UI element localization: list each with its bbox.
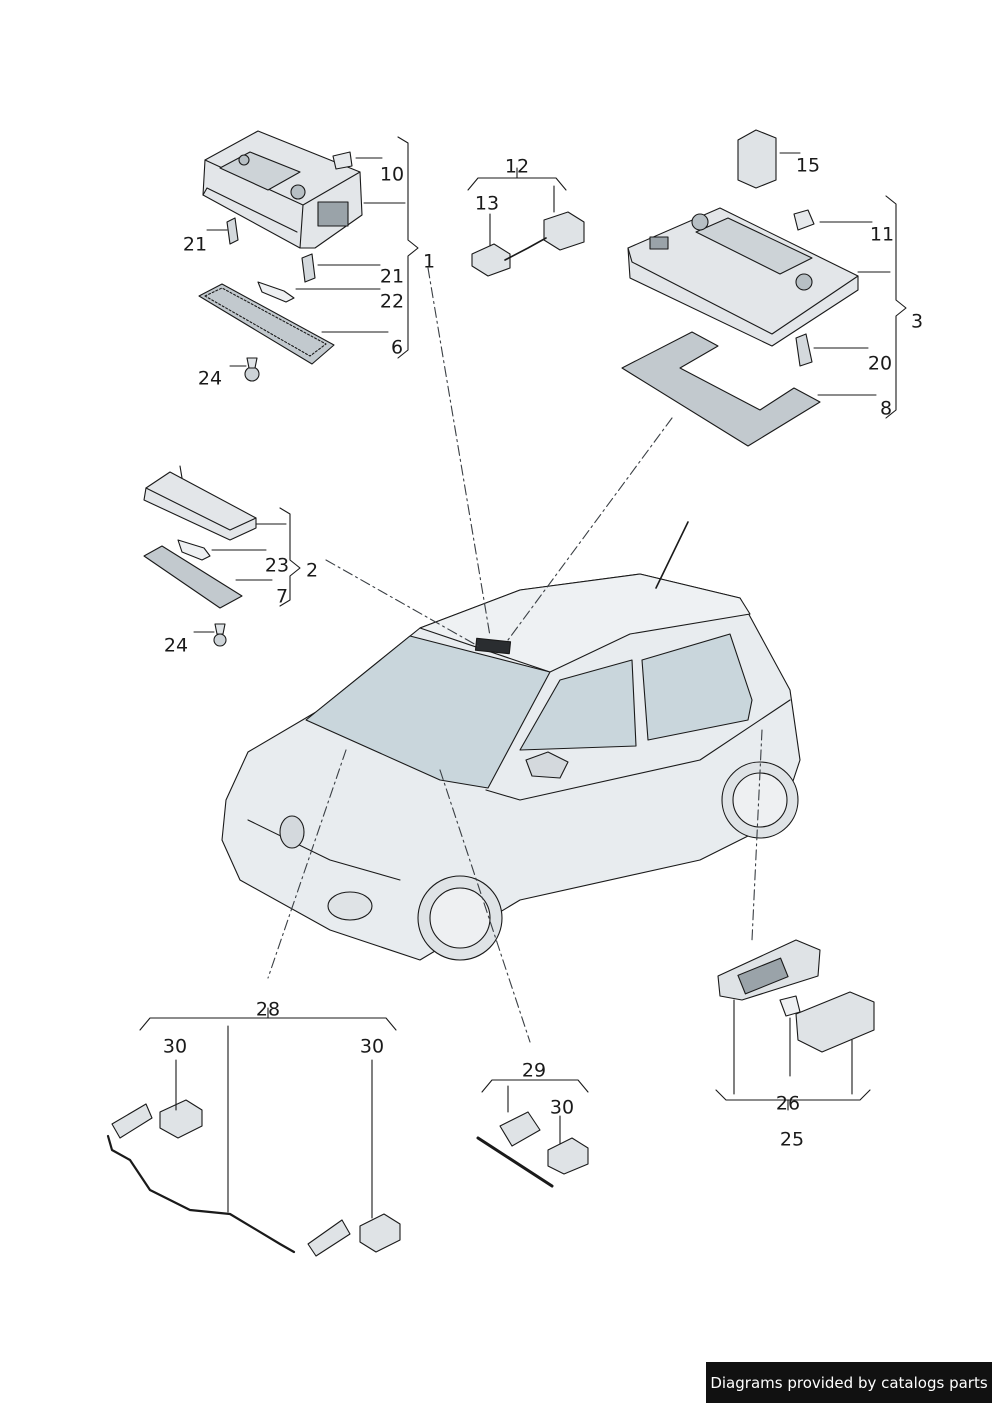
bulb-20 [795,333,869,367]
front-interior-light-assembly [202,130,363,249]
switch-15 [737,129,801,189]
screw-24-top [229,357,260,382]
screw-24-mid [193,623,227,647]
car-illustration [221,521,801,961]
rear-interior-light-assembly [627,207,891,347]
lens-6 [198,283,389,365]
harness-12 [467,167,585,277]
door-light-25 [715,939,875,1111]
bulb-21-left [206,217,239,245]
lens-8 [621,331,877,447]
bulb-21-right [301,253,381,283]
light-29 [476,1079,589,1188]
light-assembly-2 [143,465,287,541]
bulb-22 [257,281,381,303]
leader-lines [267,267,763,1043]
bulb-23 [177,539,267,561]
lens-7 [143,545,273,609]
footwell-light-28 [106,1007,401,1257]
cap-11 [793,209,873,231]
diagram-credit-badge: Diagrams provided by catalogs parts [706,1362,992,1403]
cap-10 [332,151,383,170]
